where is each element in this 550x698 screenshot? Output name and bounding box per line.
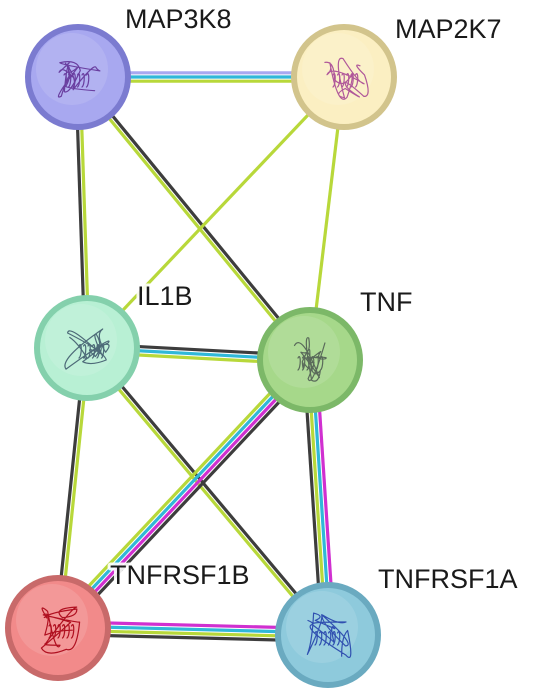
evidence-line-cyan [55, 357, 310, 628]
node-highlight [286, 591, 358, 663]
node-label-il1b: IL1B [137, 281, 193, 311]
node-label-halo: TNFRSF1B [110, 560, 250, 590]
evidence-line-yellowgreen [84, 348, 328, 638]
protein-structure-icon [64, 328, 110, 370]
node-label-halo: MAP2K7 [395, 14, 502, 44]
node-label-halo: TNFRSF1A [378, 564, 518, 594]
edge-map3k8-tnf[interactable] [75, 74, 313, 363]
node-layer [5, 24, 397, 688]
node-tnfrsf1a[interactable] [275, 582, 381, 688]
node-label-halo: MAP3K8 [125, 4, 232, 34]
evidence-line-yellowgreen [52, 354, 307, 625]
node-label-map3k8: MAP3K8 [125, 4, 232, 34]
edge-il1b-tnfrsf1a[interactable] [84, 345, 331, 638]
evidence-line-dark [78, 74, 313, 360]
node-highlight [16, 584, 88, 656]
node-circle [25, 24, 131, 130]
node-tnf[interactable] [257, 307, 363, 413]
node-highlight [268, 316, 340, 388]
node-label-tnf: TNF [360, 287, 412, 317]
node-label-tnfrsf1a: TNFRSF1A [378, 564, 518, 594]
protein-structure-icon [40, 606, 81, 654]
evidence-line-magenta [58, 360, 313, 631]
node-label-map2k7: MAP2K7 [395, 14, 502, 44]
evidence-line-yellowgreen [85, 75, 346, 350]
node-il1b[interactable] [34, 295, 140, 401]
protein-structure-icon [293, 337, 327, 382]
evidence-line-yellowgreen [75, 77, 310, 363]
evidence-line-dark [87, 345, 331, 635]
protein-structure-icon [57, 61, 101, 98]
evidence-line-dark [61, 363, 316, 634]
protein-structure-icon [324, 57, 369, 100]
node-map2k7[interactable] [291, 24, 397, 130]
node-highlight [36, 33, 108, 105]
node-circle [34, 295, 140, 401]
node-label-halo: TNF [360, 287, 412, 317]
edge-map2k7-il1b[interactable] [85, 75, 346, 350]
edge-tnf-tnfrsf1b[interactable] [52, 354, 316, 634]
node-tnfrsf1b[interactable] [5, 575, 111, 681]
node-label-halo: IL1B [137, 281, 193, 311]
node-circle [275, 582, 381, 688]
node-label-tnfrsf1b: TNFRSF1B [110, 560, 250, 590]
protein-structure-icon [306, 612, 352, 659]
node-map3k8[interactable] [25, 24, 131, 130]
